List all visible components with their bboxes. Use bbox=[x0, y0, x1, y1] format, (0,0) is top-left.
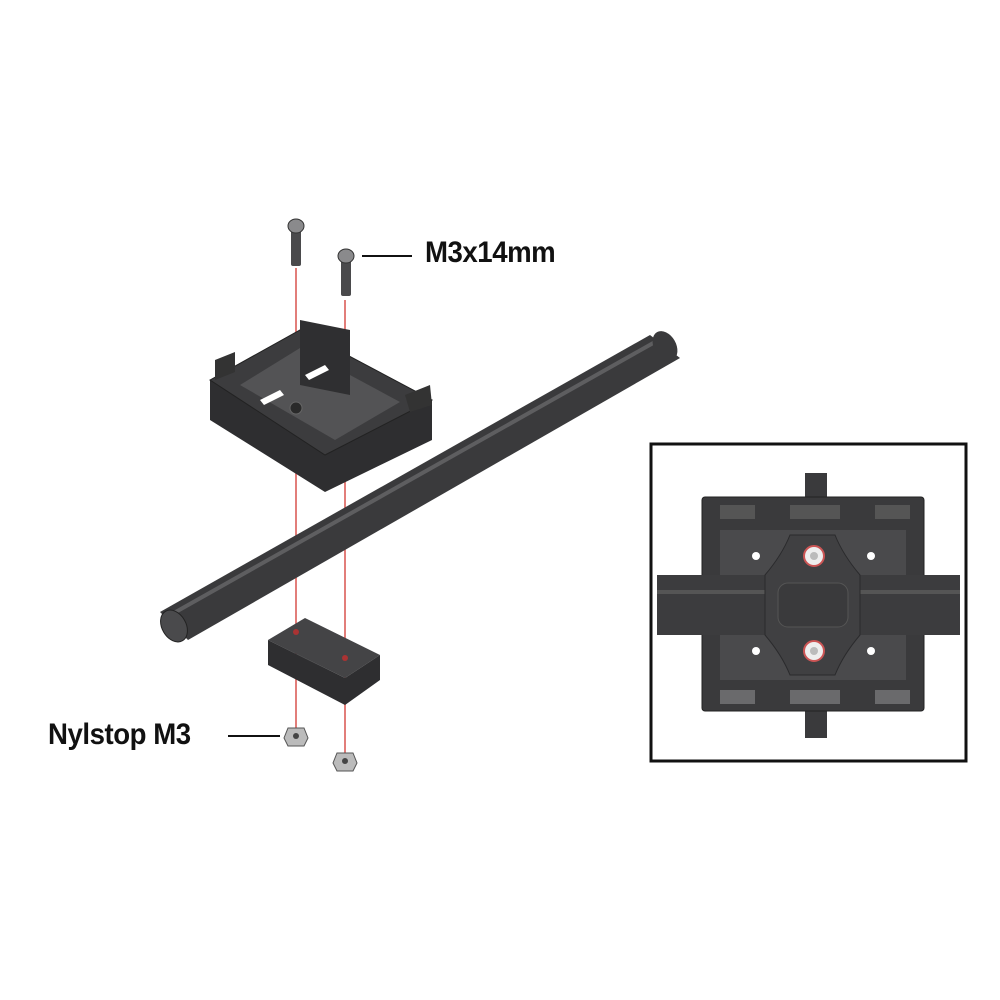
carbon-tube bbox=[160, 331, 680, 643]
nut-left bbox=[283, 727, 309, 747]
nut-right bbox=[332, 752, 358, 772]
screw-label: M3x14mm bbox=[425, 236, 556, 269]
nut-label: Nylstop M3 bbox=[48, 718, 191, 751]
tube-clamp bbox=[268, 618, 380, 705]
mount-bracket bbox=[209, 320, 434, 492]
inset-detail-view bbox=[649, 442, 968, 763]
screw-left bbox=[287, 218, 305, 266]
screw-right bbox=[337, 248, 355, 296]
